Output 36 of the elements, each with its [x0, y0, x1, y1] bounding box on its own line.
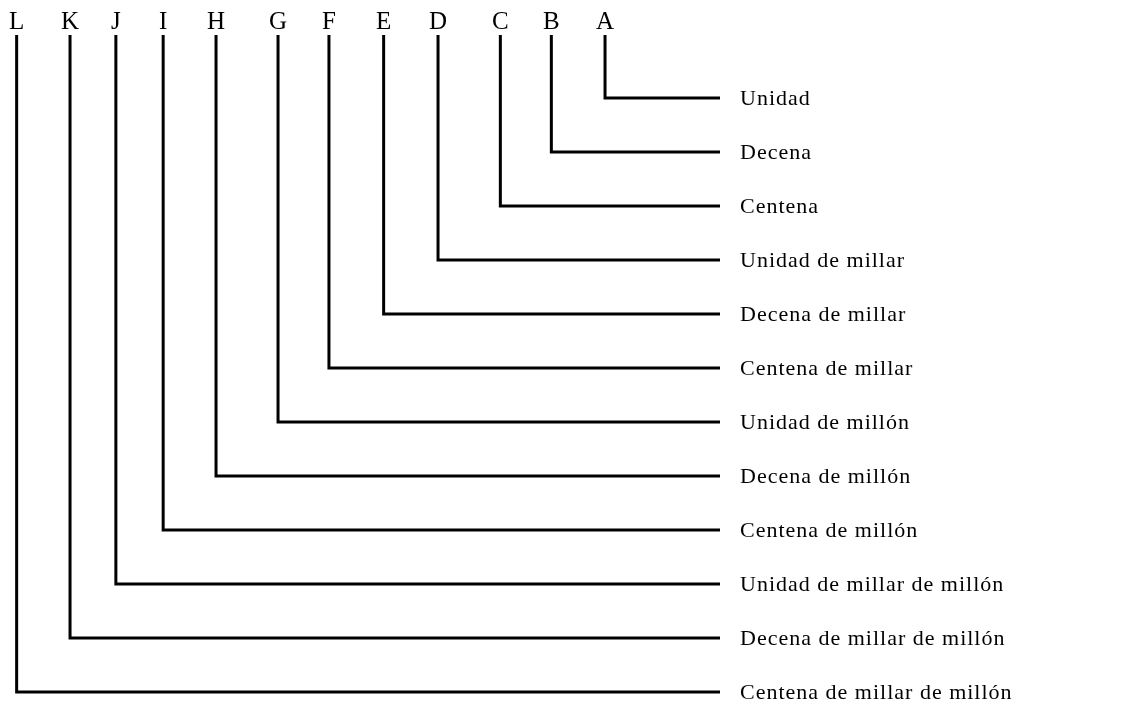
column-letter: J: [111, 8, 121, 33]
column-letter: A: [596, 8, 615, 33]
leader-line: [161, 35, 720, 532]
leader-line: [603, 35, 720, 100]
place-value-label: Unidad de millar de millón: [740, 573, 1005, 595]
place-value-label: Unidad de millar: [740, 249, 906, 271]
place-value-label: Centena de millón: [740, 519, 919, 541]
leader-line: [68, 35, 720, 640]
leader-line: [15, 35, 720, 694]
column-letter: F: [322, 8, 336, 33]
place-value-label: Decena: [740, 141, 812, 163]
column-letter: E: [376, 8, 392, 33]
leader-line: [436, 35, 720, 262]
leader-line: [214, 35, 720, 478]
leader-line: [114, 35, 720, 586]
place-value-label: Centena de millar de millón: [740, 681, 1013, 703]
place-value-label: Centena: [740, 195, 820, 217]
column-letter: I: [159, 8, 168, 33]
leader-line: [498, 35, 720, 208]
leader-line: [327, 35, 720, 370]
place-value-label: Decena de millón: [740, 465, 912, 487]
leader-line: [549, 35, 720, 154]
place-value-label: Centena de millar: [740, 357, 914, 379]
column-letter: C: [492, 8, 509, 33]
column-letter: D: [429, 8, 448, 33]
leader-line: [276, 35, 720, 424]
column-letter: L: [9, 8, 25, 33]
leader-line: [382, 35, 720, 316]
place-value-label: Decena de millar: [740, 303, 907, 325]
column-letter: B: [543, 8, 560, 33]
column-letter: G: [269, 8, 288, 33]
place-value-label: Decena de millar de millón: [740, 627, 1006, 649]
column-letter: K: [61, 8, 80, 33]
column-letter: H: [207, 8, 226, 33]
place-value-label: Unidad de millón: [740, 411, 910, 433]
place-value-label: Unidad: [740, 87, 811, 109]
